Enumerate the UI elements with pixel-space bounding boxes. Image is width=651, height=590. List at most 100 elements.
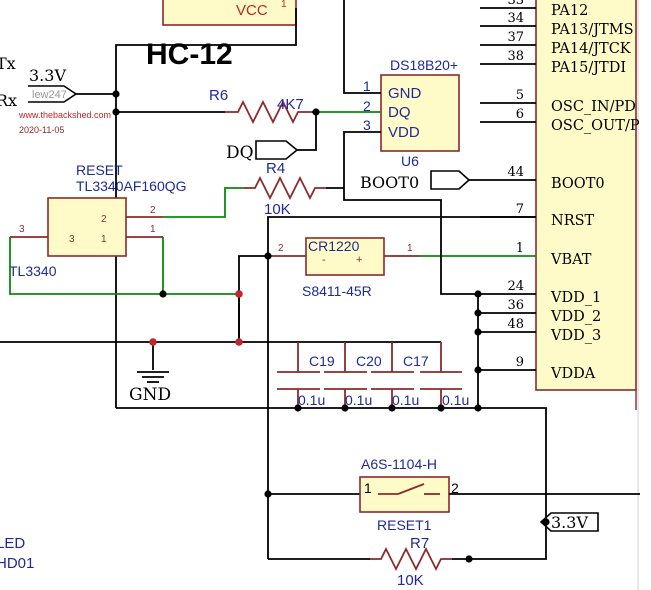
- hc12-title: HC-12: [146, 38, 233, 71]
- mcu-pin-num: 6: [516, 107, 524, 122]
- battery-ref: S8411-45R: [302, 283, 372, 299]
- tl3340-title: RESET: [76, 162, 123, 178]
- mcu-pin-num: 5: [516, 88, 524, 103]
- watermark-site: www.thebackshed.com: [18, 110, 111, 120]
- battery-left-wire: [238, 255, 268, 342]
- hc12-module-body: [162, 0, 297, 26]
- r6-value: 4K7: [277, 96, 304, 113]
- tl3340-pin: 3: [19, 224, 25, 235]
- tl3340-part: TL3340AF160QG: [76, 178, 187, 194]
- u6-body: [380, 74, 460, 152]
- capacitor-c17: [371, 342, 414, 408]
- mcu-pin-name: VDD_3: [550, 328, 601, 344]
- cap-value: 0.1u: [345, 392, 372, 408]
- mcu-pin-num: 36: [507, 298, 524, 313]
- v33-port-right: [539, 512, 599, 532]
- mcu-pin-name: VDD_2: [550, 309, 601, 325]
- cap-ref: C17: [403, 353, 429, 369]
- r4-value: 10K: [264, 201, 291, 218]
- a6s-ref: RESET1: [377, 517, 432, 533]
- r7-right-wire: [452, 522, 547, 560]
- hc12-3v3-label: 3.3V: [29, 66, 66, 85]
- mcu-pin-num: 38: [507, 49, 524, 64]
- tl3340-body: [47, 197, 127, 257]
- cap-value: 0.1u: [442, 392, 469, 408]
- cap-ref: C19: [309, 353, 335, 369]
- u6-pin-num: 2: [363, 98, 371, 114]
- hc12-tx-label: Tx: [0, 54, 16, 73]
- cap-ref: C20: [356, 353, 382, 369]
- mcu-pin-name: VDD_1: [550, 290, 601, 306]
- mcu-pin-num: 44: [507, 165, 524, 180]
- junctions-black: [112, 90, 550, 563]
- led-part: HD01: [0, 555, 34, 572]
- u6-pin-name: VDD: [388, 124, 420, 141]
- mcu-pin-name: PA15/JTDI: [551, 60, 626, 76]
- nrst-wire: [267, 216, 536, 559]
- tl3340-pin: 1: [150, 224, 156, 235]
- u6-gnd-wire: [343, 0, 381, 94]
- battery-minus: -: [322, 254, 326, 266]
- battery-plus: +: [356, 254, 362, 266]
- u6-pin-name: DQ: [388, 104, 411, 121]
- cap-value: 0.1u: [392, 392, 419, 408]
- vdd-to-3v3-wire: [478, 407, 548, 523]
- battery-body: [305, 237, 385, 276]
- tl3340-pin: 1: [101, 234, 107, 245]
- r7-ref: R7: [410, 535, 429, 552]
- mcu-pin-num: 34: [507, 11, 524, 26]
- gnd-symbol: [137, 371, 169, 383]
- u6-pin-num: 3: [363, 117, 371, 133]
- hc12-rx-label: Rx: [0, 91, 17, 110]
- r4-resistor: [244, 175, 326, 201]
- r6-resistor: [225, 99, 312, 125]
- u6-part: DS18B20+: [390, 57, 458, 73]
- battery-part: CR1220: [308, 238, 360, 254]
- a6s-pin1: 1: [364, 480, 372, 496]
- mcu-pin-num: 1: [516, 241, 524, 256]
- cap-value: 0.1u: [298, 392, 325, 408]
- reset-net-green: [163, 187, 244, 218]
- u6-pin-num: 1: [363, 78, 371, 94]
- tl3340-ref: TL3340: [9, 263, 57, 279]
- battery-pin-left: 2: [278, 243, 284, 254]
- mcu-pin-num: 24: [507, 279, 524, 294]
- mcu-pin-name: VDDA: [550, 366, 596, 382]
- mcu-pin-name: BOOT0: [551, 176, 605, 192]
- mcu-pin-name: OSC_IN/PD: [551, 99, 636, 115]
- mcu-pin-name: OSC_OUT/P: [551, 118, 640, 134]
- led-label: LED: [0, 535, 25, 552]
- mcu-pin-name: VBAT: [550, 252, 592, 268]
- r7-value: 10K: [397, 572, 424, 589]
- hc12-vcc-pin: 1: [281, 0, 287, 10]
- dq-drop-wire: [296, 112, 317, 151]
- dq-port: [255, 140, 299, 160]
- mcu-pin-name: PA13/JTMS: [551, 22, 634, 38]
- boot0-port: [430, 170, 471, 190]
- a6s-pin2: 2: [451, 480, 459, 496]
- mcu-pin-num: 37: [507, 30, 524, 45]
- tl3340-pin: 3: [69, 234, 75, 245]
- r6-ref: R6: [209, 87, 228, 104]
- u6-pin-name: GND: [388, 85, 422, 102]
- mcu-pin-name: PA14/JTCK: [551, 41, 632, 57]
- watermark-name: lew247: [32, 89, 67, 101]
- battery-pin-right: 1: [407, 243, 413, 254]
- gnd-label: GND: [129, 385, 171, 405]
- dq-port-label: DQ: [226, 143, 254, 163]
- mcu-pin-name: NRST: [551, 213, 595, 229]
- capacitor-c4: [420, 342, 462, 408]
- u6-vdd-wire: [343, 131, 478, 295]
- mcu-body: [535, 0, 637, 391]
- hc12-vcc-label: VCC: [236, 2, 268, 19]
- junctions-red: [149, 290, 243, 346]
- mcu-pin-num: 7: [516, 202, 524, 217]
- mcu-pin-num: 33: [507, 0, 524, 8]
- r4-ref: R4: [266, 160, 285, 177]
- boot0-port-label: BOOT0: [360, 173, 419, 192]
- v33-port-right-label: 3.3V: [551, 513, 588, 532]
- mcu-pin-num: 48: [507, 317, 524, 332]
- a6s-switch-symbol: [378, 483, 440, 495]
